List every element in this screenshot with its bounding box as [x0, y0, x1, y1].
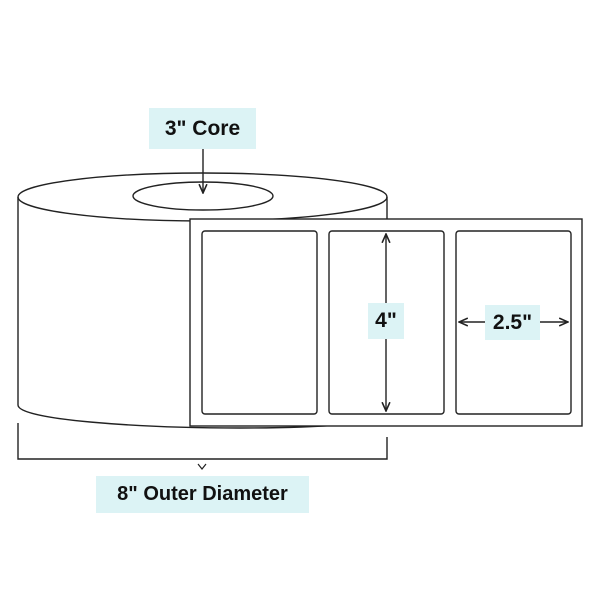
label-3	[455, 230, 572, 415]
label-1	[201, 230, 318, 415]
core-label-text: 3" Core	[164, 116, 241, 140]
height-label-text: 4"	[375, 309, 397, 332]
width-label-text: 2.5"	[492, 310, 533, 334]
diameter-bracket	[17, 423, 388, 460]
outer-diameter-label: 8" Outer Diameter	[96, 476, 309, 513]
core-label: 3" Core	[149, 108, 256, 149]
outer-diameter-label-text: 8" Outer Diameter	[117, 483, 288, 505]
label-2	[328, 230, 445, 415]
height-label: 4"	[368, 303, 404, 339]
diameter-pointer	[197, 463, 207, 470]
width-label: 2.5"	[485, 305, 540, 340]
